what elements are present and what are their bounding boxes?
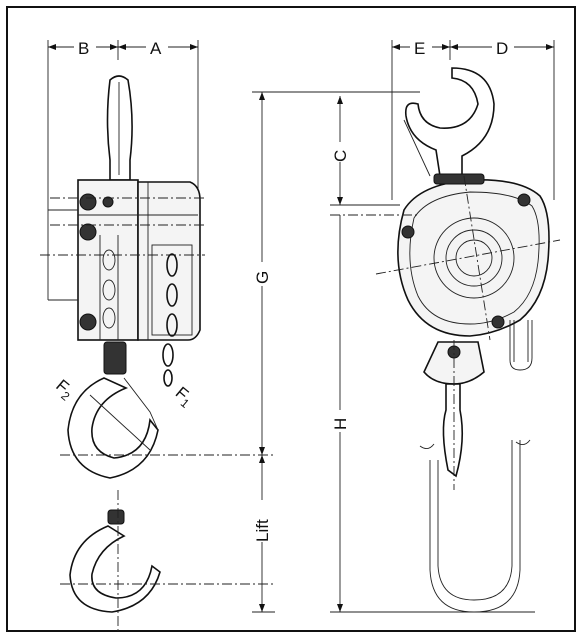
hoist-body-front xyxy=(330,173,561,341)
dimension-e-d: E D xyxy=(391,38,555,200)
lowered-hook xyxy=(60,490,275,632)
hoist-body-side xyxy=(40,179,205,387)
label-lift: Lift xyxy=(253,519,272,542)
label-f1: F1 xyxy=(170,383,197,411)
label-f2: F2 xyxy=(50,376,77,404)
label-e: E xyxy=(414,39,425,58)
top-hook-front xyxy=(404,67,495,177)
label-d: D xyxy=(496,39,508,58)
bottom-block-front xyxy=(423,340,485,490)
bottom-hook-side: F2 F1 xyxy=(50,341,275,479)
side-view: B A xyxy=(40,38,420,632)
dimension-b-a: B A xyxy=(47,38,199,300)
label-c: C xyxy=(331,150,350,162)
label-a: A xyxy=(150,39,162,58)
dimension-g-lift: G Lift xyxy=(252,91,420,613)
label-h: H xyxy=(331,418,350,430)
top-hook-side xyxy=(106,75,133,181)
label-b: B xyxy=(78,39,89,58)
dimension-c: C xyxy=(330,96,400,206)
dimension-h: H xyxy=(330,215,535,613)
label-g: G xyxy=(253,271,272,284)
front-view: E D C H xyxy=(330,38,561,613)
hand-chain-loop xyxy=(419,320,533,613)
